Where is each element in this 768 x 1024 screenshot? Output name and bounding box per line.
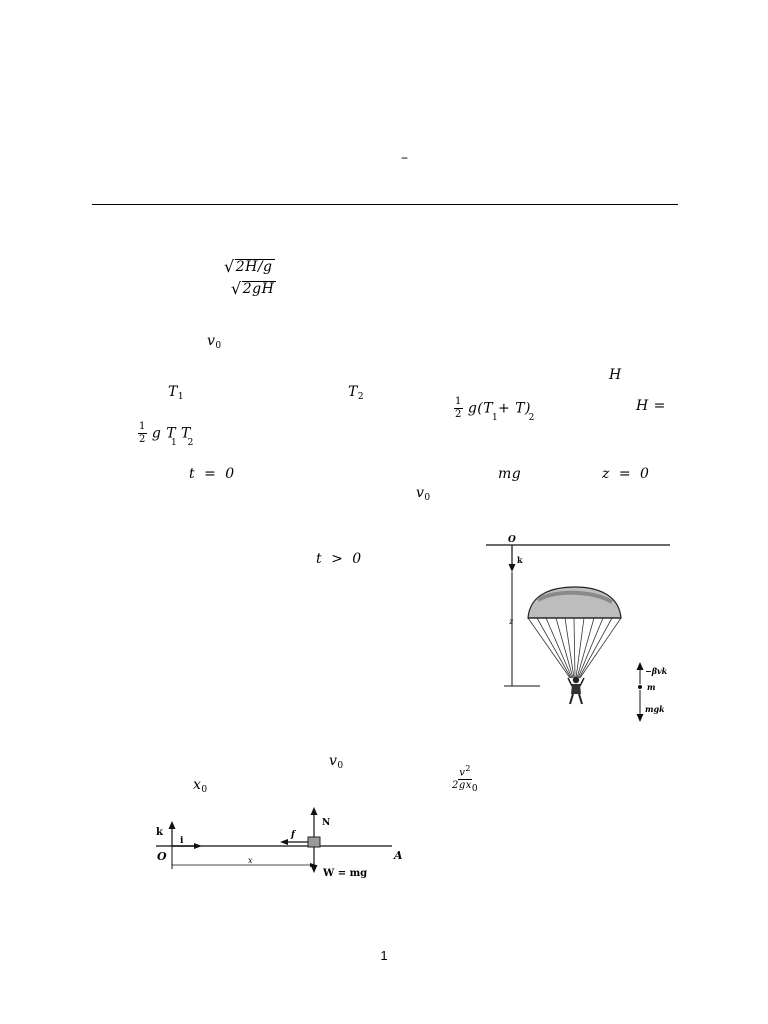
- parachute-mass-label: m: [647, 682, 655, 692]
- formula-h-equals: H =: [636, 398, 666, 414]
- formula-h: H: [609, 367, 622, 383]
- block-origin-label: O: [157, 850, 167, 863]
- formula-half-g-sum-subscripts: 1 2: [492, 413, 535, 423]
- formula-mg: mg: [498, 466, 522, 482]
- parachute-weight-label: mgk: [645, 704, 665, 714]
- block-point-a-label: A: [393, 849, 403, 862]
- formula-v0-block: v0: [329, 753, 344, 771]
- header-dash: –: [401, 150, 409, 166]
- block-normal-label: N: [322, 818, 330, 828]
- block-i-label: i: [180, 836, 184, 846]
- formula-t1: T1: [168, 384, 185, 402]
- parachute-origin-label: O: [508, 535, 516, 545]
- formula-v0-parachute: v0: [416, 485, 431, 503]
- parachute-figure: O k z −βvk m mgk: [484, 532, 674, 727]
- parachute-axis-label: z: [508, 617, 514, 626]
- formula-v-squared-over-2gx0: v2 2gx0: [452, 764, 479, 795]
- formula-v0-initial: v0: [207, 333, 222, 351]
- formula-sqrt-2gh: √2gH: [231, 279, 277, 298]
- block-surface-figure: k i O x f N W = mg A: [150, 803, 410, 883]
- formula-t-greater-zero: t > 0: [316, 551, 362, 567]
- block-k-label: k: [156, 827, 164, 838]
- page-number: 1: [380, 948, 388, 963]
- formula-x0: x0: [193, 777, 208, 795]
- parachute-unit-vector-label: k: [517, 555, 523, 565]
- formula-t2: T2: [348, 384, 365, 402]
- formula-t-equals-zero: t = 0: [189, 466, 235, 482]
- block-weight-label: W = mg: [322, 868, 367, 879]
- formula-half-g-product-subscripts: 1 2: [171, 438, 194, 448]
- formula-z-equals-zero: z = 0: [602, 466, 650, 482]
- formula-sqrt-2h-over-g: √2H/g: [224, 257, 275, 276]
- block-x-label: x: [248, 856, 253, 865]
- header-divider: [92, 204, 678, 205]
- parachute-drag-label: −βvk: [645, 666, 668, 676]
- block-friction-label: f: [290, 830, 297, 840]
